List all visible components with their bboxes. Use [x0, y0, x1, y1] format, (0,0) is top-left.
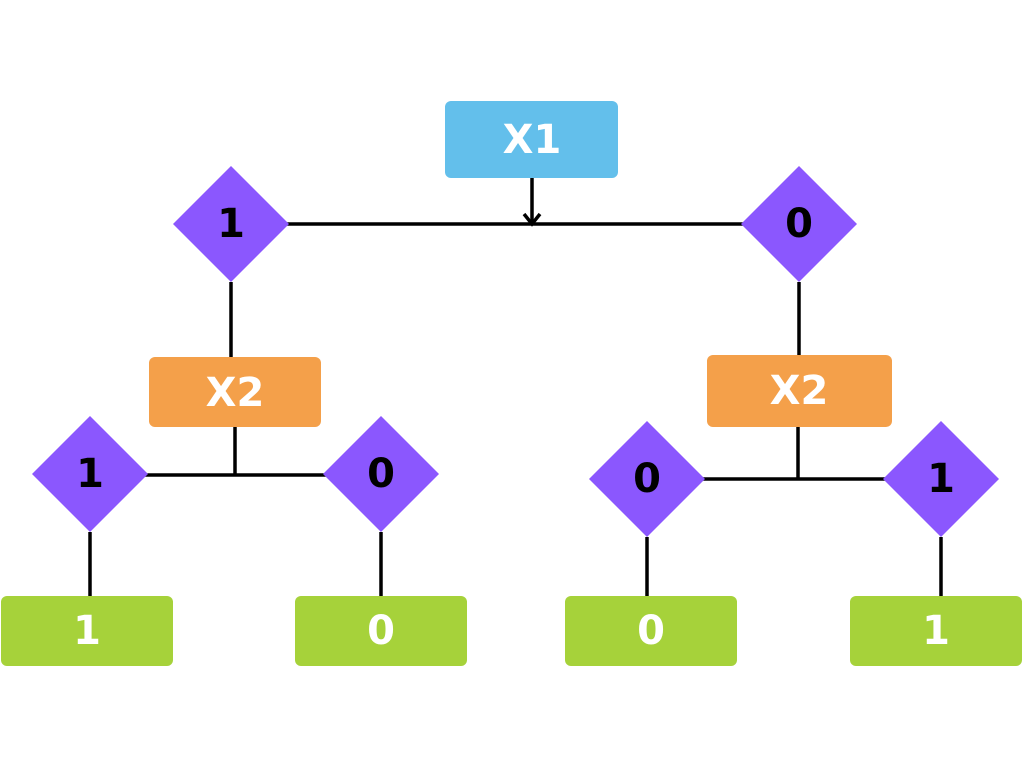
leaf-node-4: 1	[850, 596, 1022, 666]
leaf-node-1: 1	[1, 596, 173, 666]
sub-branch-diamond-2: 0	[323, 416, 439, 532]
leaf-node-1-label: 1	[73, 608, 101, 654]
sub-branch-diamond-1-label: 1	[76, 451, 104, 497]
root-node: X1	[445, 101, 618, 178]
root-node-label: X1	[503, 117, 562, 163]
leaf-node-3-label: 0	[637, 608, 665, 654]
leaf-node-2-label: 0	[367, 608, 395, 654]
leaf-node-1-box	[1, 596, 173, 666]
sub-branch-diamond-1: 1	[32, 416, 148, 532]
sub-branch-diamond-4-label: 1	[927, 456, 955, 502]
leaf-node-3: 0	[565, 596, 737, 666]
split-node-left-box	[149, 357, 321, 427]
leaf-node-4-box	[850, 596, 1022, 666]
sub-branch-diamond-1-shape	[32, 416, 148, 532]
leaf-node-4-label: 1	[922, 608, 950, 654]
sub-branch-diamond-4: 1	[883, 421, 999, 537]
sub-branch-diamond-3-label: 0	[633, 456, 661, 502]
sub-branch-diamond-4-shape	[883, 421, 999, 537]
split-node-left: X2	[149, 357, 321, 427]
split-node-right-box	[707, 355, 892, 427]
branch-diamond-left-label: 1	[217, 201, 245, 247]
sub-branch-diamond-2-shape	[323, 416, 439, 532]
split-node-right: X2	[707, 355, 892, 427]
split-node-right-label: X2	[770, 368, 829, 414]
leaf-node-2-box	[295, 596, 467, 666]
branch-diamond-left-shape	[173, 166, 289, 282]
branch-diamond-left: 1	[173, 166, 289, 282]
branch-diamond-right-shape	[741, 166, 857, 282]
split-node-left-label: X2	[206, 370, 265, 416]
leaf-node-3-box	[565, 596, 737, 666]
sub-branch-diamond-3: 0	[589, 421, 705, 537]
sub-branch-diamond-2-label: 0	[367, 451, 395, 497]
branch-diamond-right-label: 0	[785, 201, 813, 247]
sub-branch-diamond-3-shape	[589, 421, 705, 537]
branch-diamond-right: 0	[741, 166, 857, 282]
root-node-box	[445, 101, 618, 178]
leaf-node-2: 0	[295, 596, 467, 666]
